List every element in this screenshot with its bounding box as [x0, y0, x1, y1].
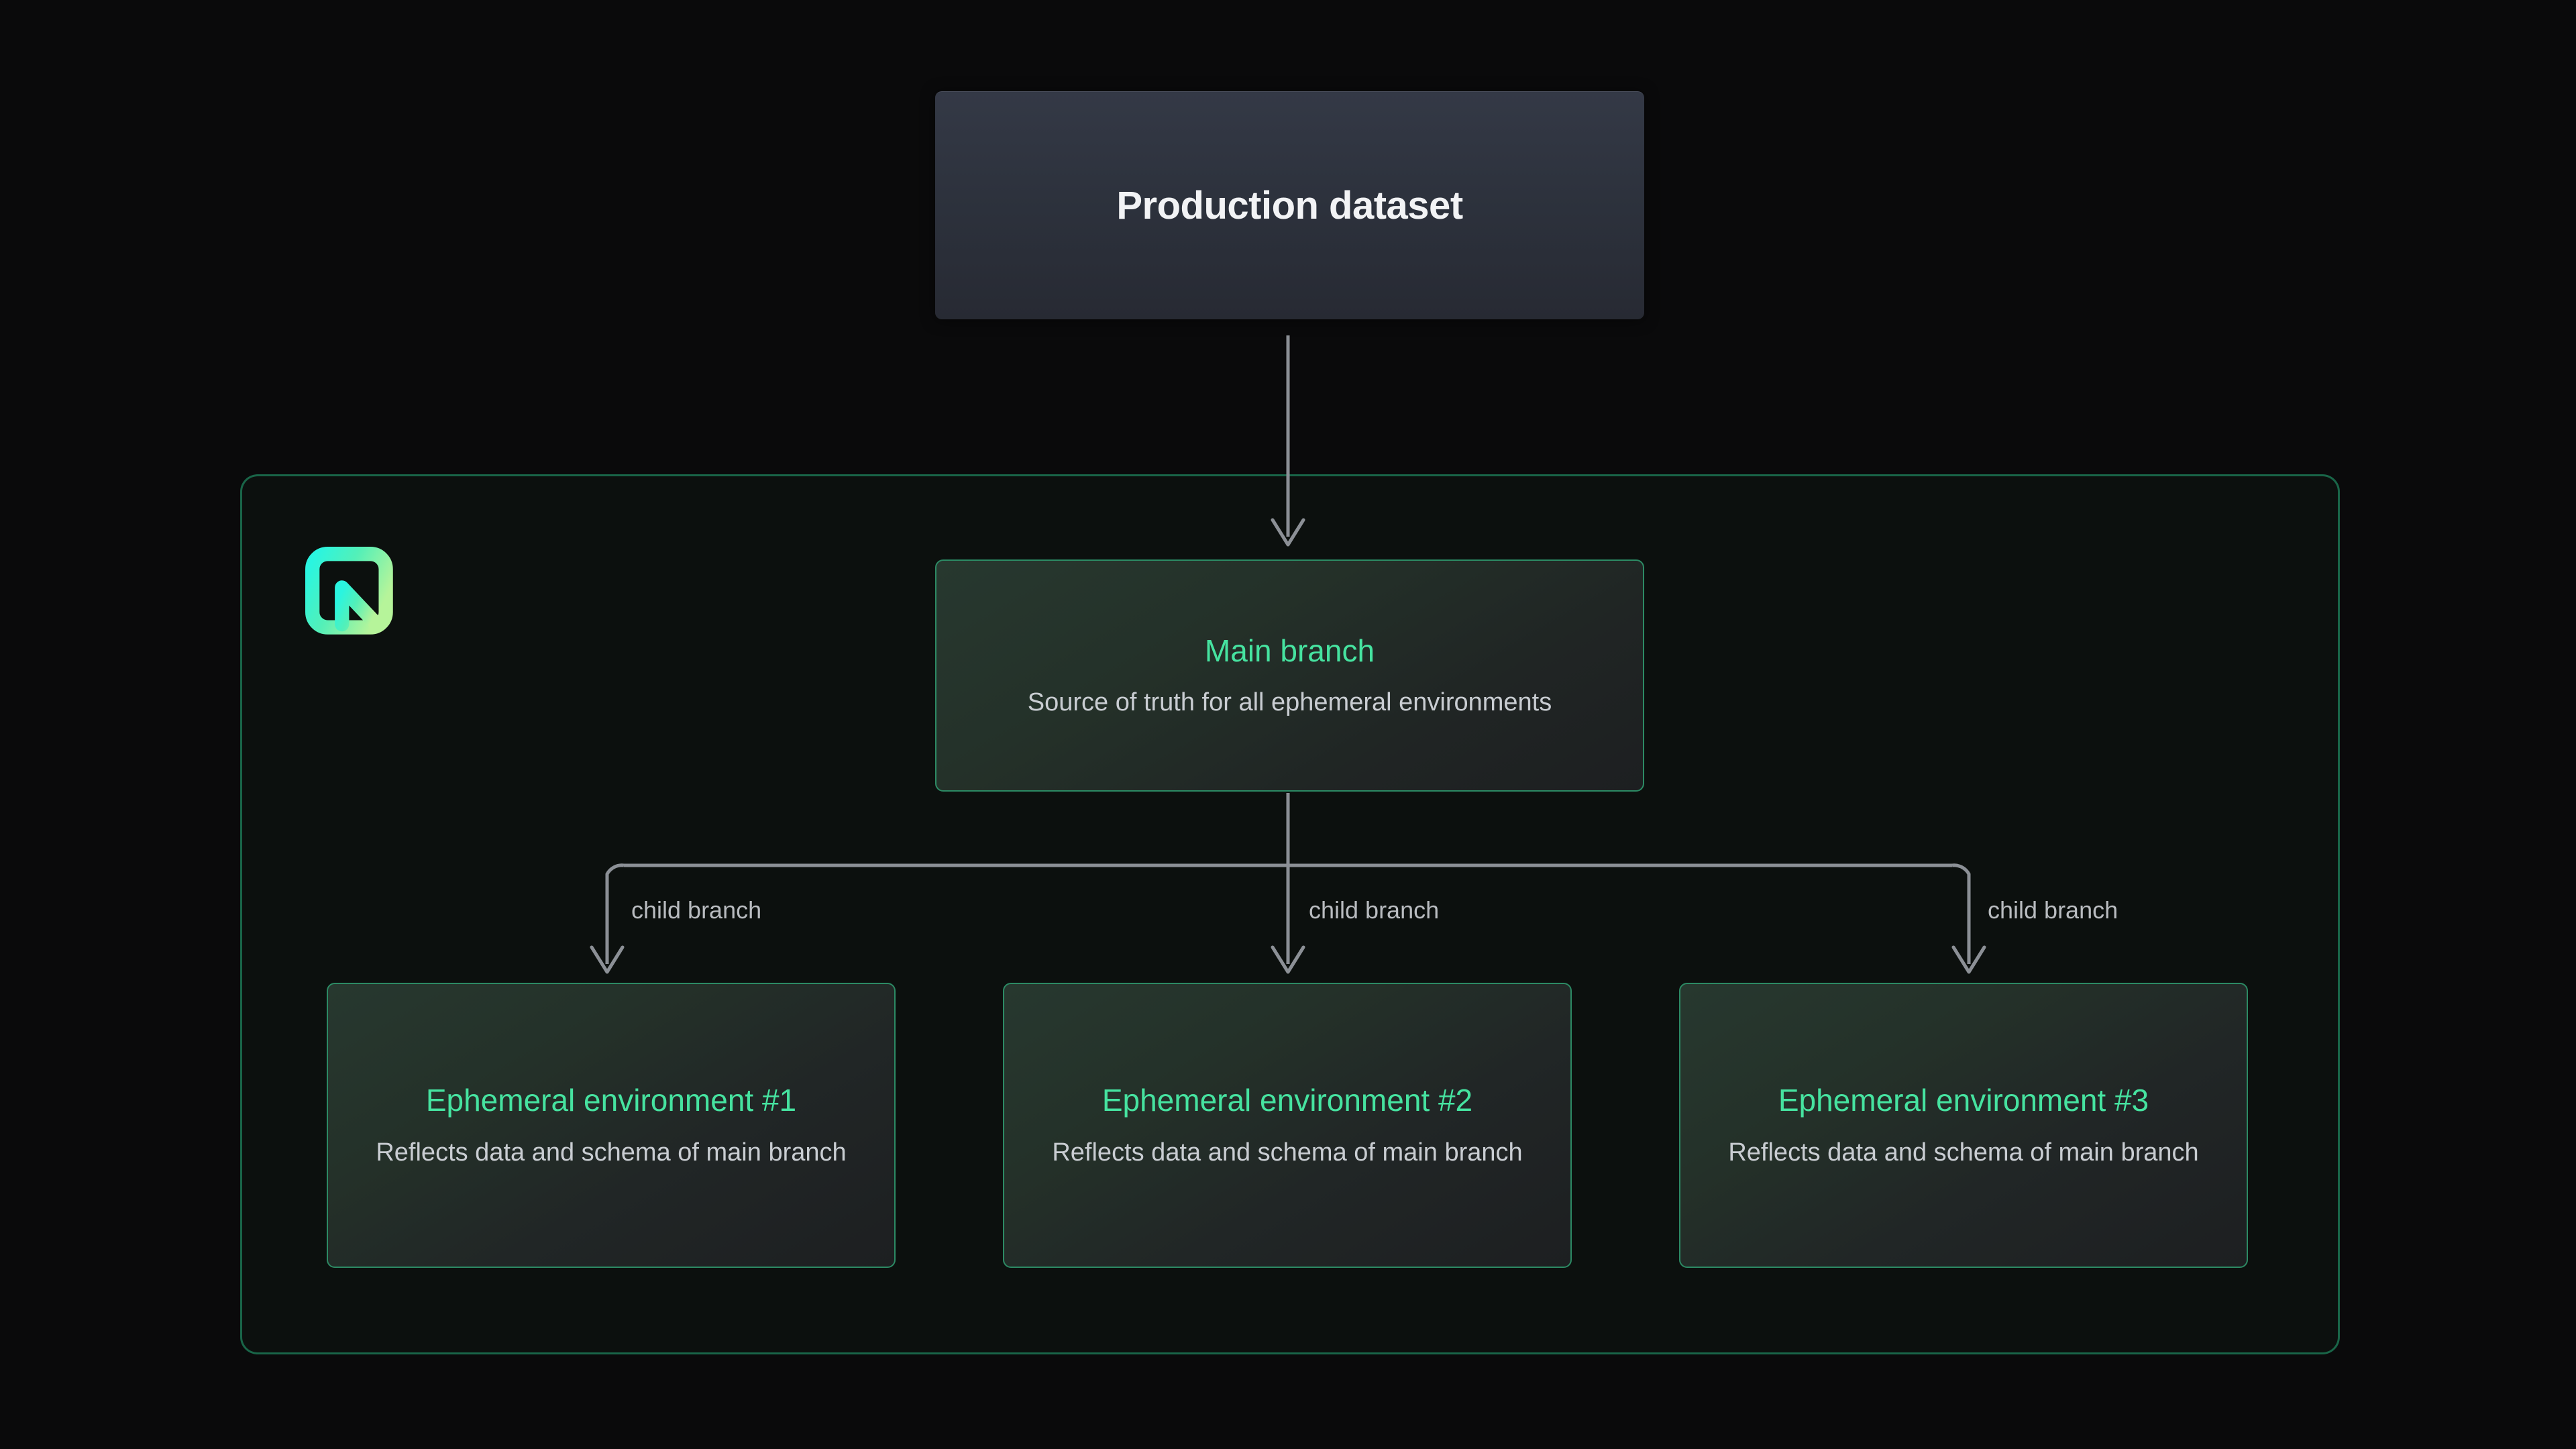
ephemeral-environment-card-3[interactable]: Ephemeral environment #3 Reflects data a…: [1679, 983, 2248, 1268]
ephemeral-environment-description-2: Reflects data and schema of main branch: [1052, 1138, 1523, 1167]
edge-label-child-branch-1: child branch: [631, 896, 762, 924]
ephemeral-environment-title-2: Ephemeral environment #2: [1102, 1083, 1473, 1118]
ephemeral-environment-card-1[interactable]: Ephemeral environment #1 Reflects data a…: [327, 983, 896, 1268]
ephemeral-environment-title-1: Ephemeral environment #1: [425, 1083, 797, 1118]
main-branch-node[interactable]: Main branch Source of truth for all ephe…: [935, 559, 1644, 792]
main-branch-description: Source of truth for all ephemeral enviro…: [1027, 688, 1552, 716]
ephemeral-environment-card-2[interactable]: Ephemeral environment #2 Reflects data a…: [1003, 983, 1572, 1268]
main-branch-title: Main branch: [1204, 633, 1375, 668]
production-dataset-node[interactable]: Production dataset: [935, 91, 1644, 319]
edge-label-child-branch-2: child branch: [1309, 896, 1440, 924]
ephemeral-environment-description-3: Reflects data and schema of main branch: [1728, 1138, 2199, 1167]
ephemeral-environment-description-1: Reflects data and schema of main branch: [376, 1138, 847, 1167]
ephemeral-environment-title-3: Ephemeral environment #3: [1778, 1083, 2149, 1118]
neon-logo-icon: [303, 545, 405, 647]
edge-label-child-branch-3: child branch: [1988, 896, 2118, 924]
production-dataset-label: Production dataset: [1116, 184, 1463, 227]
